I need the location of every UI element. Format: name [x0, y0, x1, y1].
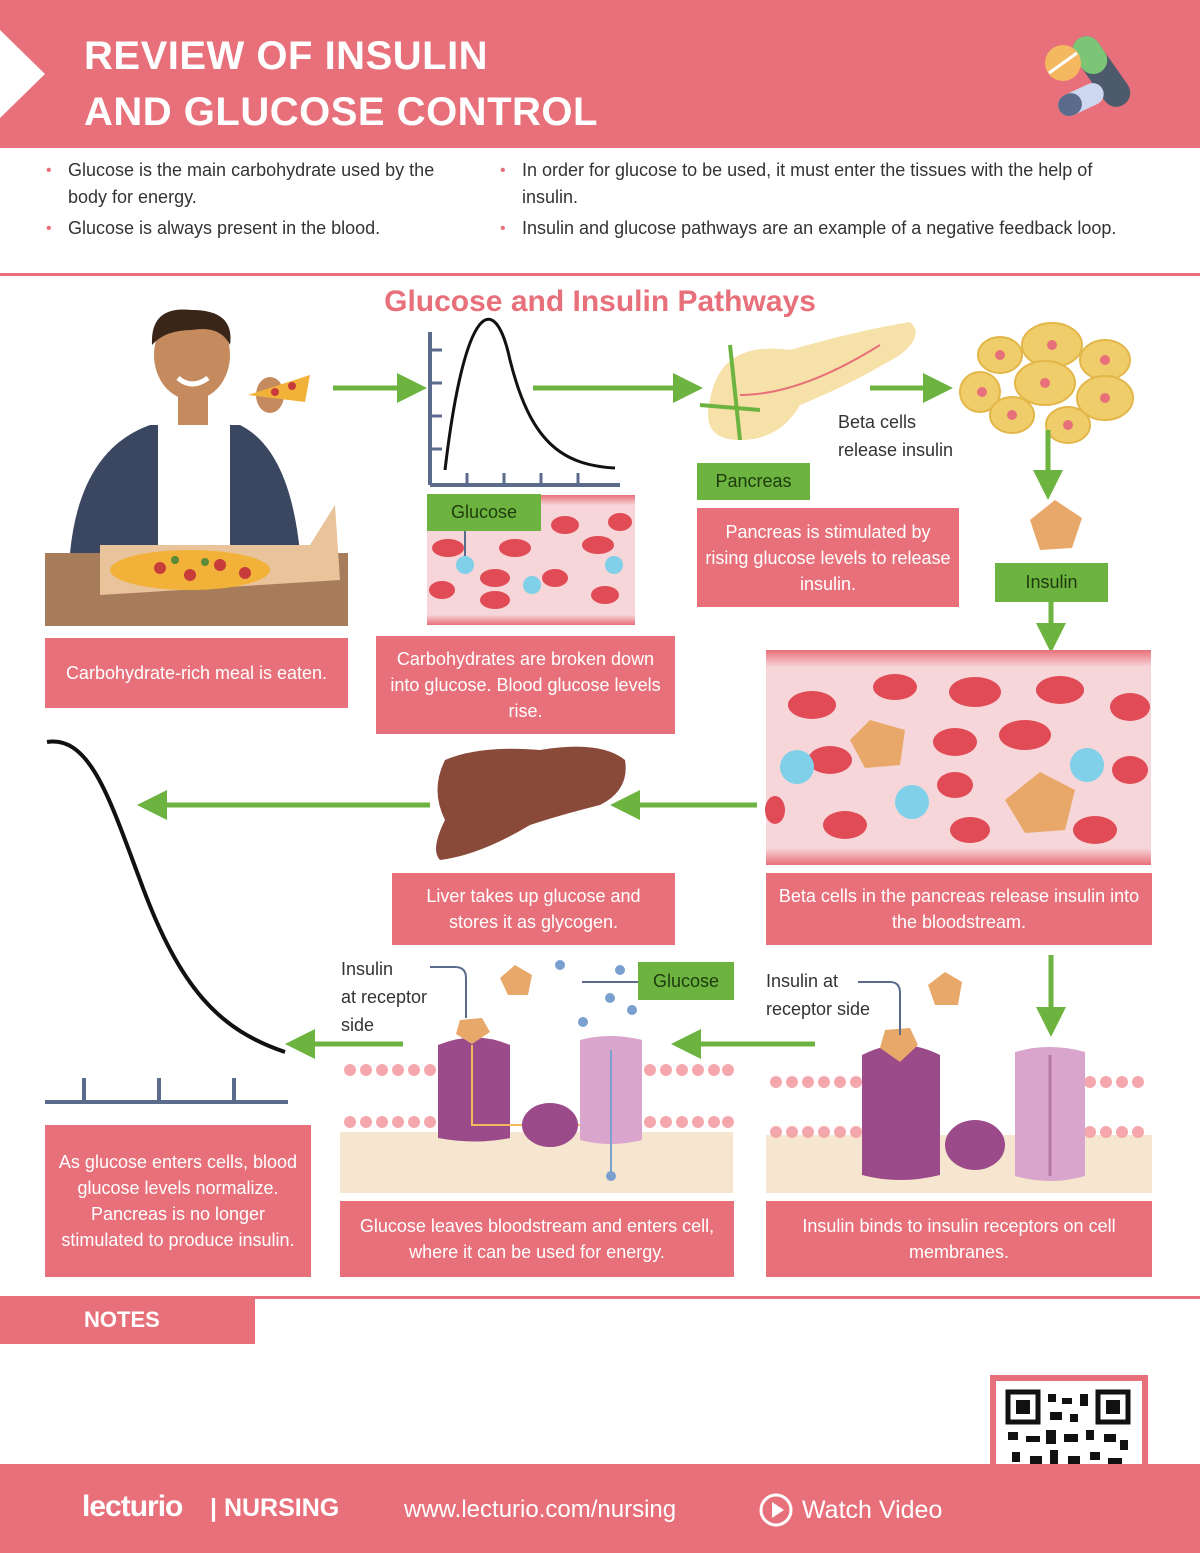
section-divider	[0, 273, 1200, 276]
pancreas-illustration	[699, 322, 916, 441]
notes-divider	[0, 1296, 1200, 1299]
label-line: Insulin	[341, 959, 394, 979]
section-title: Glucose and Insulin Pathways	[384, 285, 816, 318]
website-link[interactable]: www.lecturio.com/nursing	[404, 1496, 677, 1523]
beta-cell-nuclei	[977, 340, 1110, 430]
label-line: receptor side	[766, 999, 871, 1019]
liver-illustration	[436, 746, 626, 860]
watch-video-label: Watch Video	[802, 1495, 943, 1524]
caption-meal: Carbohydrate-rich meal is eaten.	[45, 638, 348, 708]
person-eating-pizza-illustration	[45, 309, 348, 626]
insulin-receptor-label: Insulin at receptor side	[341, 955, 427, 1039]
title-line-1: REVIEW OF INSULIN	[84, 34, 489, 78]
title-line-2: AND GLUCOSE CONTROL	[84, 90, 598, 134]
caption-normalize: As glucose enters cells, blood glucose l…	[45, 1125, 311, 1277]
lecturio-logo: lecturio	[82, 1490, 183, 1523]
footer: lecturio | NURSING www.lecturio.com/nurs…	[0, 1464, 1200, 1553]
blood-vessel-insulin	[765, 650, 1151, 865]
cell-membrane-insulin-binding	[766, 972, 1152, 1193]
caption-beta-release: Beta cells in the pancreas release insul…	[766, 873, 1152, 945]
label-line: Insulin at	[766, 971, 839, 991]
caption-glucose-enters: Glucose leaves bloodstream and enters ce…	[340, 1201, 734, 1277]
pancreas-tag: Pancreas	[697, 463, 810, 500]
pills-icon	[1045, 36, 1131, 117]
label-line: at receptor	[341, 987, 428, 1007]
caption-broken-down: Carbohydrates are broken down into gluco…	[376, 636, 675, 734]
caption-liver: Liver takes up glucose and stores it as …	[392, 873, 675, 945]
glucose-rise-graph	[428, 317, 620, 487]
insulin-receptor-label: Insulin at receptor side	[766, 967, 870, 1023]
header-banner: REVIEW OF INSULIN AND GLUCOSE CONTROL	[0, 0, 1200, 148]
beta-cells-label: Beta cells release insulin	[838, 408, 953, 464]
insulin-tag: Insulin	[995, 563, 1108, 602]
bullet-item: Insulin and glucose pathways are an exam…	[500, 215, 1150, 242]
bullets-right: In order for glucose to be used, it must…	[500, 157, 1150, 246]
label-line: side	[341, 1015, 375, 1035]
bullet-item: In order for glucose to be used, it must…	[500, 157, 1150, 211]
bullets-left: Glucose is the main carbohydrate used by…	[46, 157, 476, 246]
bullet-item: Glucose is the main carbohydrate used by…	[46, 157, 476, 211]
watch-video-link[interactable]: Watch Video	[758, 1492, 942, 1528]
glucose-normalize-graph	[45, 739, 288, 1104]
label-line: release insulin	[838, 440, 954, 460]
caption-insulin-binds: Insulin binds to insulin receptors on ce…	[766, 1201, 1152, 1277]
header-arrow-shape	[0, 30, 45, 118]
page-title: REVIEW OF INSULIN AND GLUCOSE CONTROL	[84, 28, 598, 140]
glucose-tag: Glucose	[638, 962, 734, 1000]
glucose-tag: Glucose	[427, 494, 541, 531]
bullet-item: Glucose is always present in the blood.	[46, 215, 476, 242]
caption-pancreas: Pancreas is stimulated by rising glucose…	[697, 508, 959, 607]
insulin-molecule-icon	[1030, 500, 1082, 550]
notes-label: NOTES	[0, 1296, 255, 1344]
nursing-label: | NURSING	[210, 1494, 340, 1522]
cell-membrane-glucose-entry	[340, 960, 734, 1193]
play-icon	[759, 1493, 793, 1527]
label-line: Beta cells	[838, 412, 917, 432]
